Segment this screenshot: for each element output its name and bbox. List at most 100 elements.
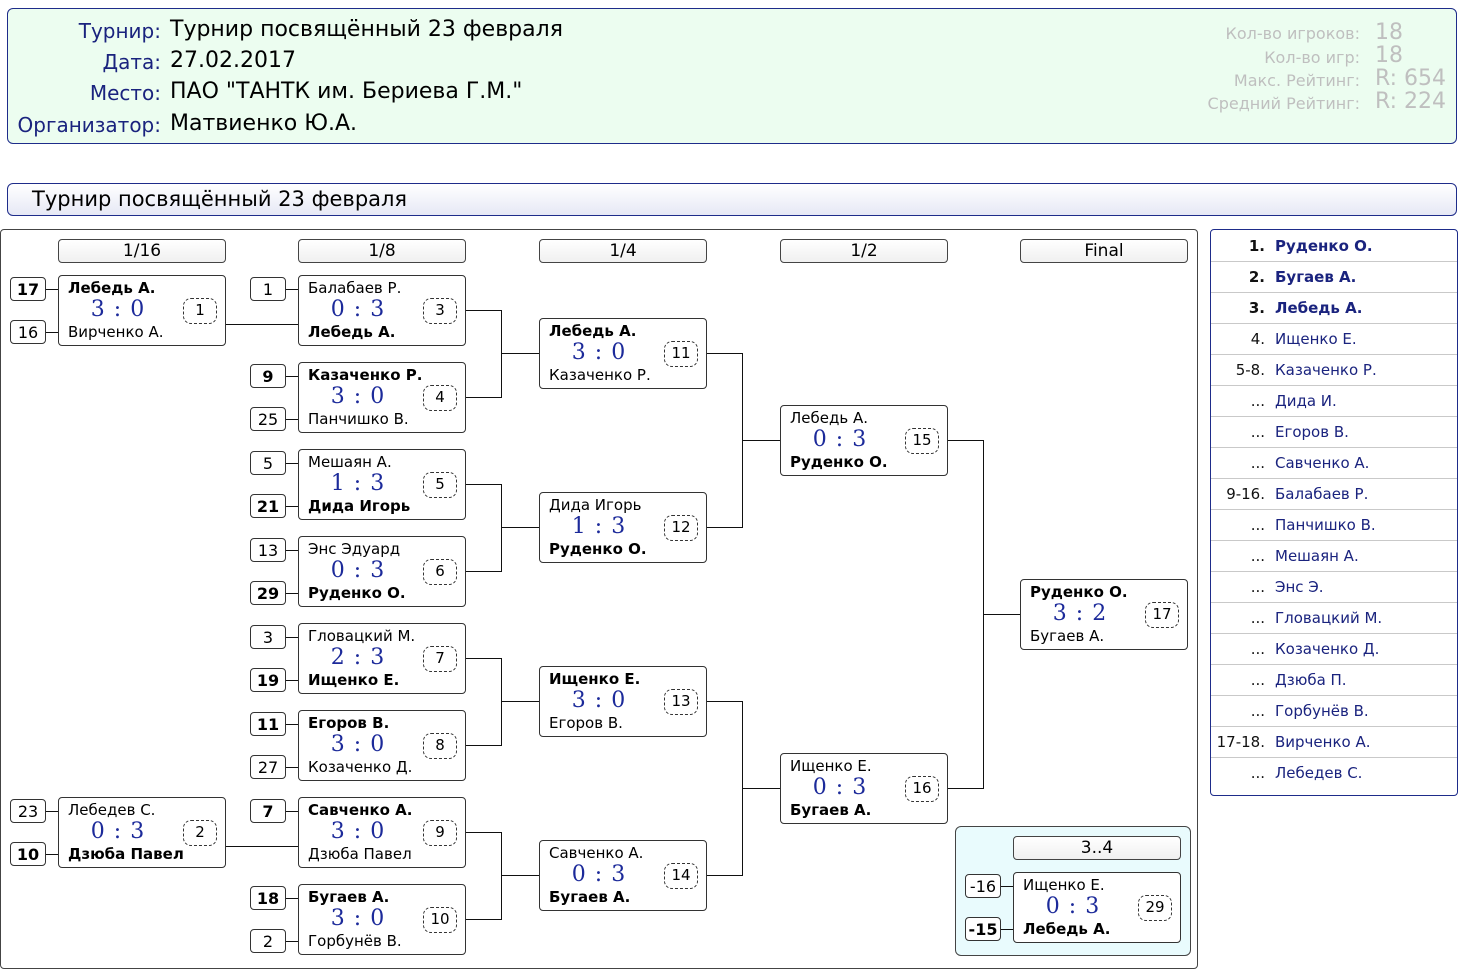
standings-place: ... xyxy=(1250,640,1265,658)
connector-line xyxy=(742,788,780,789)
standings-player-name[interactable]: Руденко О. xyxy=(1275,237,1373,255)
match-player-1: Мешаян А. xyxy=(308,453,392,471)
standings-player-name[interactable]: Мешаян А. xyxy=(1275,547,1359,565)
standings-player-name[interactable]: Бугаев А. xyxy=(1275,268,1357,286)
standings-player-name[interactable]: Панчишко В. xyxy=(1275,516,1376,534)
match-player-2: Казаченко Р. xyxy=(549,366,651,384)
match-player-2: Лебедь А. xyxy=(1023,920,1111,938)
standings-player-name[interactable]: Ищенко Е. xyxy=(1275,330,1357,348)
connector-line xyxy=(286,637,298,638)
match-number[interactable]: 4 xyxy=(423,385,457,411)
standings-player-name[interactable]: Дида И. xyxy=(1275,392,1337,410)
standings-player-name[interactable]: Егоров В. xyxy=(1275,423,1349,441)
match-number[interactable]: 5 xyxy=(423,472,457,498)
match-number[interactable]: 9 xyxy=(423,820,457,846)
standings-place: ... xyxy=(1250,764,1265,782)
match-player-2: Бугаев А. xyxy=(549,888,631,906)
standings-place: 17-18. xyxy=(1216,733,1265,751)
standings-player-name[interactable]: Балабаев Р. xyxy=(1275,485,1369,503)
match-number[interactable]: 7 xyxy=(423,646,457,672)
stat-value-avg-rating: R: 224 xyxy=(1375,89,1447,114)
standings-row: 4.Ищенко Е. xyxy=(1211,323,1457,355)
match-number[interactable]: 15 xyxy=(905,428,939,454)
match-score: 3 : 0 xyxy=(330,732,386,757)
place-value: ПАО "ТАНТК им. Бериева Г.М." xyxy=(170,79,523,104)
standings-player-name[interactable]: Гловацкий М. xyxy=(1275,609,1383,627)
match-score: 0 : 3 xyxy=(571,862,627,887)
standings-player-name[interactable]: Дзюба П. xyxy=(1275,671,1347,689)
match-player-2: Горбунёв В. xyxy=(308,932,402,950)
seed-badge: 3 xyxy=(250,625,286,649)
standings-player-name[interactable]: Энс Э. xyxy=(1275,578,1324,596)
round-header-final: Final xyxy=(1020,239,1188,263)
match-number[interactable]: 13 xyxy=(664,689,698,715)
connector-line xyxy=(466,832,501,833)
match-number[interactable]: 10 xyxy=(423,907,457,933)
standings-player-name[interactable]: Лебедев С. xyxy=(1275,764,1363,782)
connector-line xyxy=(46,289,58,290)
standings-row: ...Горбунёв В. xyxy=(1211,695,1457,727)
match-number[interactable]: 17 xyxy=(1145,602,1179,628)
connector-line xyxy=(286,376,298,377)
match-player-2: Бугаев А. xyxy=(1030,627,1105,645)
match-number[interactable]: 8 xyxy=(423,733,457,759)
match-player-1: Егоров В. xyxy=(308,714,390,732)
connector-line xyxy=(46,811,58,812)
connector-line xyxy=(286,767,298,768)
place-label: Место: xyxy=(89,81,161,105)
round-header-1-2: 1/2 xyxy=(780,239,948,263)
seed-badge: 18 xyxy=(250,886,286,910)
standings-player-name[interactable]: Вирченко А. xyxy=(1275,733,1371,751)
connector-line xyxy=(286,898,298,899)
date-label: Дата: xyxy=(102,50,161,74)
match-player-1: Ищенко Е. xyxy=(1023,876,1105,894)
standings-player-name[interactable]: Лебедь А. xyxy=(1275,299,1363,317)
standings-player-name[interactable]: Казаченко Р. xyxy=(1275,361,1377,379)
stat-label-max-rating: Макс. Рейтинг: xyxy=(1233,71,1360,90)
seed-badge: 2 xyxy=(250,929,286,953)
match-number[interactable]: 11 xyxy=(664,341,698,367)
tournament-label: Турнир: xyxy=(78,19,161,43)
standings-player-name[interactable]: Савченко А. xyxy=(1275,454,1370,472)
match-number[interactable]: 6 xyxy=(423,559,457,585)
connector-line xyxy=(501,353,539,354)
match-number[interactable]: 1 xyxy=(183,298,217,324)
match-number[interactable]: 2 xyxy=(183,820,217,846)
date-value: 27.02.2017 xyxy=(170,48,296,73)
match-number[interactable]: 29 xyxy=(1138,895,1172,921)
match-player-1: Казаченко Р. xyxy=(308,366,423,384)
standings-player-name[interactable]: Козаченко Д. xyxy=(1275,640,1380,658)
connector-line xyxy=(466,310,501,311)
standings-row: ...Савченко А. xyxy=(1211,447,1457,479)
match-number[interactable]: 3 xyxy=(423,298,457,324)
standings-place: ... xyxy=(1250,671,1265,689)
seed-badge: 23 xyxy=(10,799,46,823)
match-number[interactable]: 14 xyxy=(664,863,698,889)
connector-line xyxy=(466,397,501,398)
match-number[interactable]: 16 xyxy=(905,776,939,802)
match-number[interactable]: 12 xyxy=(664,515,698,541)
seed-badge: 13 xyxy=(250,538,286,562)
seed-badge: 11 xyxy=(250,712,286,736)
standings-player-name[interactable]: Горбунёв В. xyxy=(1275,702,1369,720)
match-player-2: Дзюба Павел xyxy=(308,845,412,863)
standings-place: ... xyxy=(1250,609,1265,627)
